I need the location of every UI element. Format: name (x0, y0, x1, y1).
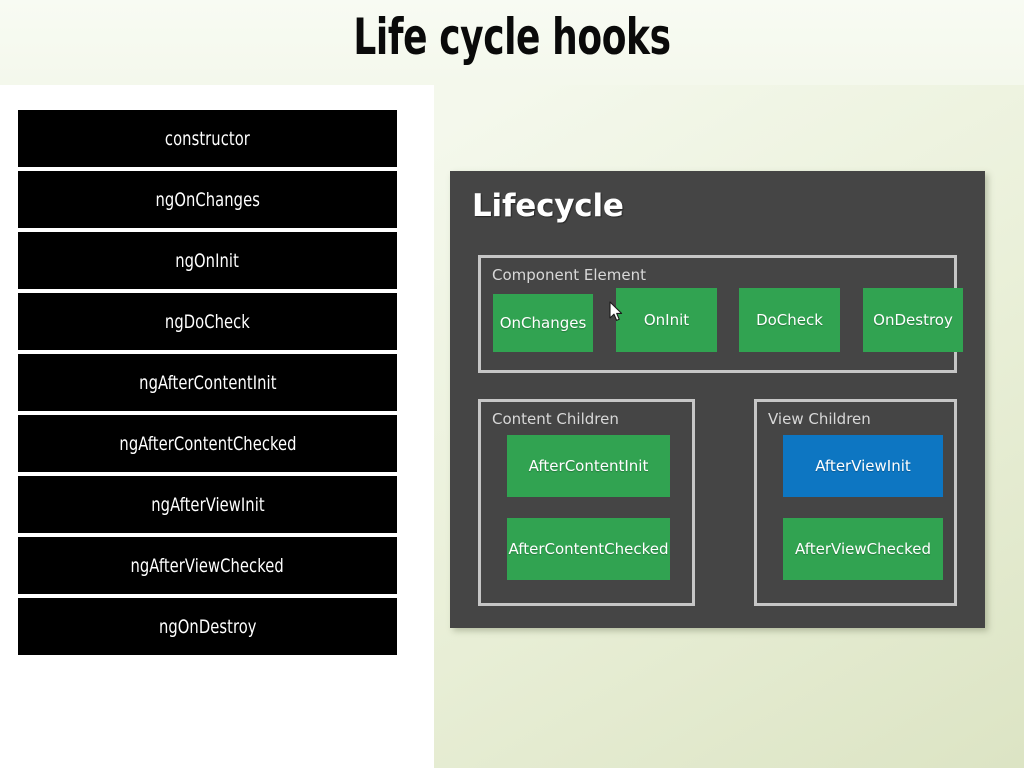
hook-list-item-label: ngAfterContentChecked (118, 432, 297, 455)
hook-list-item-label: ngOnDestroy (158, 615, 257, 638)
hook-list-item-label: ngAfterViewInit (150, 493, 265, 516)
hook-list-item-ngaftercontentinit[interactable]: ngAfterContentInit (18, 354, 397, 411)
chip-aftercontentchecked[interactable]: AfterContentChecked (507, 518, 670, 580)
group-label-view-children: View Children (768, 410, 871, 428)
chip-label: AfterViewChecked (795, 540, 931, 558)
lifecycle-heading: Lifecycle (472, 188, 624, 224)
chip-afterviewinit[interactable]: AfterViewInit (783, 435, 943, 497)
group-label-component-element: Component Element (492, 266, 646, 284)
chip-onchanges[interactable]: OnChanges (493, 294, 593, 352)
chip-ondestroy[interactable]: OnDestroy (863, 288, 963, 352)
group-content-children: Content Children AfterContentInit AfterC… (478, 399, 695, 606)
hooks-panel: constructor ngOnChanges ngOnInit ngDoChe… (0, 85, 434, 768)
group-component-element: Component Element OnChanges OnInit DoChe… (478, 255, 963, 373)
chip-docheck[interactable]: DoCheck (739, 288, 840, 352)
chip-label: OnInit (643, 311, 690, 329)
chip-label: OnChanges (499, 314, 587, 332)
hook-list-item-label: ngAfterViewChecked (130, 554, 285, 577)
hook-list-item-label: ngAfterContentInit (138, 371, 277, 394)
chip-oninit[interactable]: OnInit (616, 288, 717, 352)
hook-list-item-ngaftercontentchecked[interactable]: ngAfterContentChecked (18, 415, 397, 472)
hook-list-item-constructor[interactable]: constructor (18, 110, 397, 167)
chip-afterviewchecked[interactable]: AfterViewChecked (783, 518, 943, 580)
group-label-content-children: Content Children (492, 410, 619, 428)
hook-list-item-ngafterviewinit[interactable]: ngAfterViewInit (18, 476, 397, 533)
chip-label: DoCheck (756, 311, 823, 329)
hook-list-item-label: ngOnInit (175, 249, 240, 272)
hook-list-item-label: constructor (164, 127, 250, 150)
hook-list-item-ngdocheck[interactable]: ngDoCheck (18, 293, 397, 350)
hook-list-item-ngafterviewchecked[interactable]: ngAfterViewChecked (18, 537, 397, 594)
chip-label: AfterContentInit (528, 457, 649, 475)
page-title: Life cycle hooks (353, 8, 671, 66)
hooks-list: constructor ngOnChanges ngOnInit ngDoChe… (18, 110, 397, 655)
hook-list-item-ngoninit[interactable]: ngOnInit (18, 232, 397, 289)
chip-aftercontentinit[interactable]: AfterContentInit (507, 435, 670, 497)
hook-list-item-ngondestroy[interactable]: ngOnDestroy (18, 598, 397, 655)
hook-list-item-label: ngDoCheck (165, 310, 250, 333)
chip-label: AfterViewInit (815, 457, 911, 475)
title-band (0, 0, 1024, 85)
group-view-children: View Children AfterViewInit AfterViewChe… (754, 399, 957, 606)
hook-list-item-ngonchanges[interactable]: ngOnChanges (18, 171, 397, 228)
hook-list-item-label: ngOnChanges (155, 188, 260, 211)
chip-label: AfterContentChecked (508, 540, 669, 558)
chip-label: OnDestroy (873, 311, 953, 329)
lifecycle-diagram: Lifecycle Component Element OnChanges On… (450, 171, 985, 628)
